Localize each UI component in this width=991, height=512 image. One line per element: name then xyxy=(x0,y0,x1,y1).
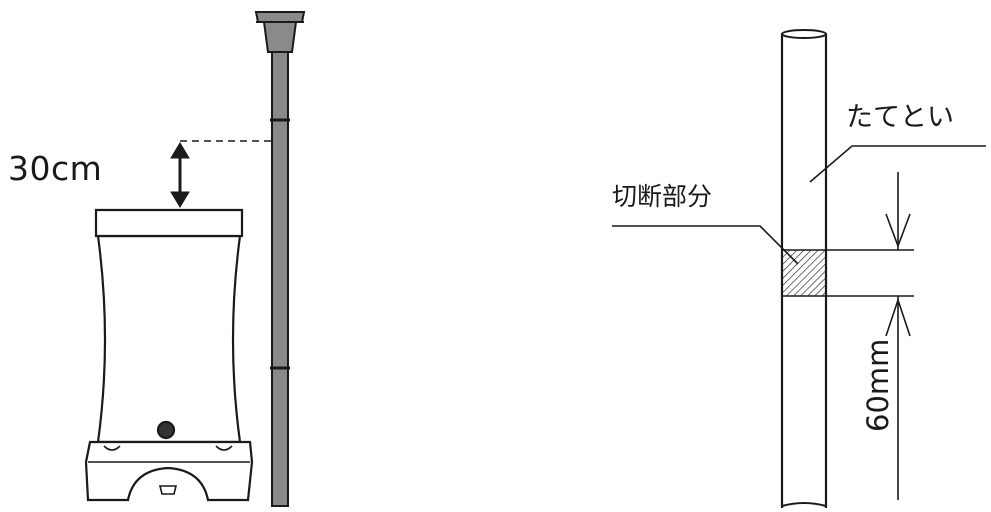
height-label: 30cm xyxy=(8,149,103,188)
pipe-label: たてとい xyxy=(846,102,954,133)
cut-label: 切断部分 xyxy=(612,182,713,211)
faucet-icon xyxy=(156,420,176,440)
cut-leader-line xyxy=(612,225,799,265)
pipe-section xyxy=(780,29,828,508)
downspout xyxy=(254,11,306,507)
cut-portion xyxy=(782,250,826,296)
rain-barrel xyxy=(84,208,254,502)
dimension-arrows-icon xyxy=(885,172,911,500)
cut-length-label: 60mm xyxy=(861,338,895,432)
height-arrow-icon xyxy=(170,142,190,208)
pipe-leader-line xyxy=(809,145,986,183)
